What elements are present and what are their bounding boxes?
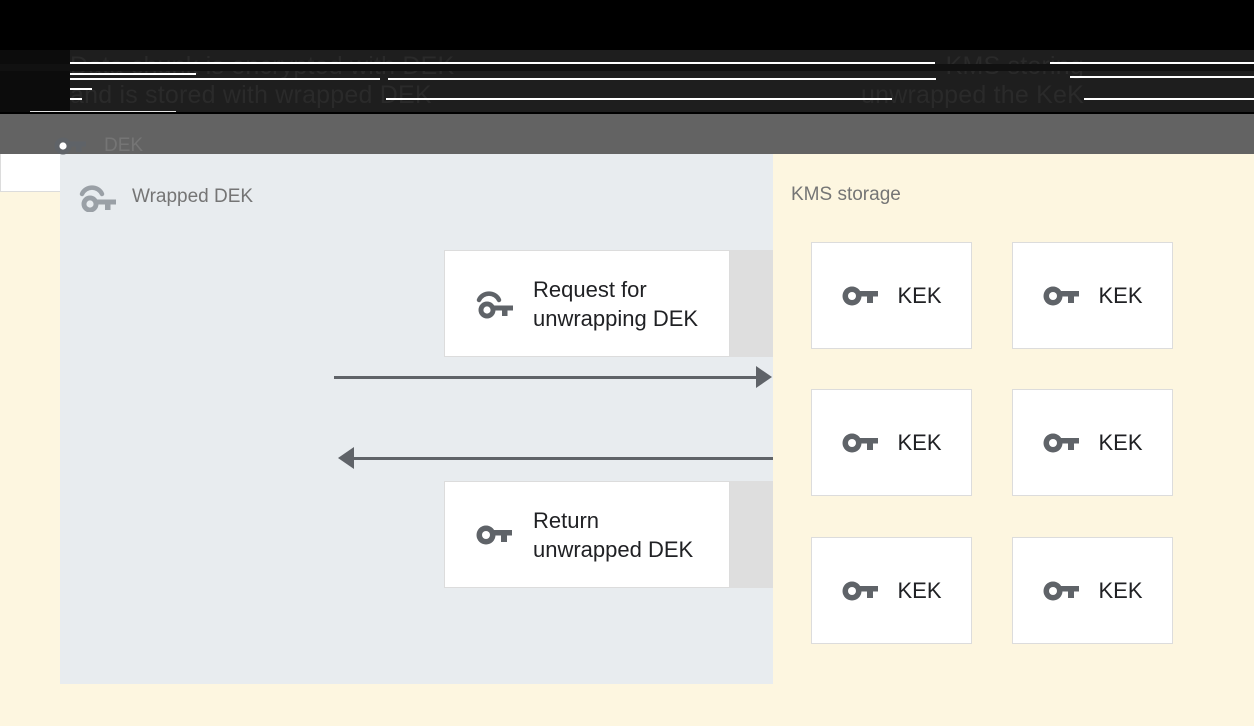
client-panel-header-label: Wrapped DEK xyxy=(132,186,254,207)
return-message-card[interactable]: Return unwrapped DEK xyxy=(444,481,730,588)
wrapped-key-icon xyxy=(78,182,118,212)
key-icon xyxy=(54,135,88,157)
key-icon xyxy=(841,578,881,604)
kms-panel-header: KMS storage xyxy=(791,184,901,205)
scanline-artifact xyxy=(1050,62,1254,64)
scanline-artifact xyxy=(395,62,935,65)
scanline-artifact xyxy=(1070,76,1254,78)
scanline-artifact xyxy=(0,78,380,80)
kek-card-label: KEK xyxy=(897,282,942,308)
data-chunk-dek-label: DEK xyxy=(104,135,144,156)
kek-card[interactable]: KEK xyxy=(1012,242,1173,349)
kek-card-label: KEK xyxy=(1098,577,1143,603)
toolbar-bar xyxy=(0,114,1254,154)
key-icon xyxy=(841,430,881,456)
kek-card-label: KEK xyxy=(897,429,942,455)
kek-card-label: KEK xyxy=(1098,282,1143,308)
scanline-artifact xyxy=(386,98,892,100)
return-card-strip xyxy=(730,481,773,588)
title-bar-band xyxy=(0,50,1254,112)
request-card-strip xyxy=(730,250,773,357)
request-message-label: Request for unwrapping DEK xyxy=(533,276,699,331)
kek-card[interactable]: KEK xyxy=(811,389,972,496)
scanline-artifact xyxy=(388,78,936,80)
kek-card[interactable]: KEK xyxy=(1012,389,1173,496)
key-icon xyxy=(841,283,881,309)
title-text-left: Data chunk is encrypted with DEK and is … xyxy=(70,52,454,109)
kek-card-label: KEK xyxy=(897,577,942,603)
response-arrow xyxy=(349,457,773,460)
scanline-artifact xyxy=(1084,98,1254,100)
scanline-artifact xyxy=(0,64,1254,71)
scanline-artifact xyxy=(0,62,400,64)
request-arrow-head-icon xyxy=(756,366,772,388)
data-chunk-dek-row: DEK xyxy=(54,135,143,157)
kek-card[interactable]: KEK xyxy=(811,242,972,349)
key-icon xyxy=(1042,430,1082,456)
data-chunk-divider xyxy=(30,111,176,112)
title-text-right: KMS storing unwrapped the KeK xyxy=(860,52,1084,109)
scanline-artifact xyxy=(0,73,196,75)
title-bar: Data chunk is encrypted with DEK and is … xyxy=(0,0,1254,114)
key-icon xyxy=(1042,283,1082,309)
key-icon xyxy=(475,522,515,548)
client-panel xyxy=(60,154,773,684)
wrapped-key-icon xyxy=(475,288,515,320)
kek-card[interactable]: KEK xyxy=(811,537,972,644)
key-icon xyxy=(1042,578,1082,604)
scanline-artifact xyxy=(0,50,70,112)
kek-card[interactable]: KEK xyxy=(1012,537,1173,644)
request-message-card[interactable]: Request for unwrapping DEK xyxy=(444,250,730,357)
client-panel-header: Wrapped DEK xyxy=(78,182,253,212)
kek-card-label: KEK xyxy=(1098,429,1143,455)
return-message-label: Return unwrapped DEK xyxy=(533,507,694,562)
request-arrow xyxy=(334,376,764,379)
response-arrow-head-icon xyxy=(338,447,354,469)
